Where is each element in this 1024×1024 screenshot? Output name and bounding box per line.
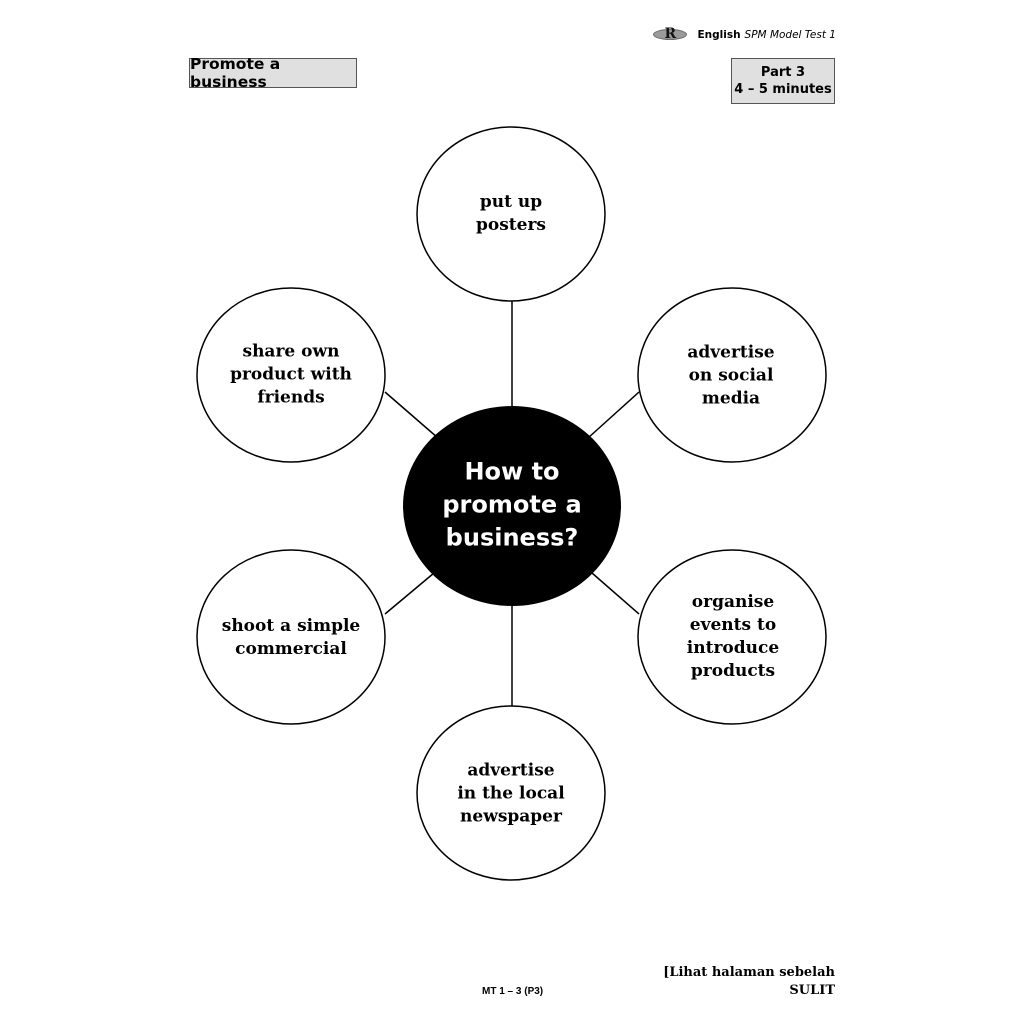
part-label: Part 3	[760, 65, 806, 80]
center-node	[403, 406, 621, 606]
turn-page-note: [Lihat halaman sebelah	[663, 965, 835, 980]
topic-label: Promote a business	[189, 55, 357, 91]
subject-label: English	[697, 28, 741, 41]
connector-lower-left	[384, 572, 435, 615]
connector-lower-right	[591, 572, 640, 615]
bubble-lower-right-text: organise events to introduce products	[686, 592, 780, 681]
bubble-upper-right-text: advertise on social media	[687, 342, 775, 409]
test-label: SPM Model Test 1	[744, 28, 836, 41]
publisher-logo: R	[647, 26, 693, 42]
bubble-lower-left	[196, 549, 386, 725]
page-code: MT 1 – 3 (P3)	[482, 986, 544, 997]
bubble-upper-right	[637, 287, 827, 463]
bubble-bottom-text: advertise in the local newspaper	[457, 760, 565, 827]
bubble-lower-right	[637, 549, 827, 725]
classification-label: SULIT	[789, 983, 835, 998]
bubble-upper-left-text: share own product with friends	[230, 341, 352, 408]
connector-upper-right	[587, 391, 640, 439]
connector-upper-left	[384, 391, 439, 439]
bubble-top-text: put up posters	[476, 192, 546, 235]
bubble-lower-left-text: shoot a simple commercial	[221, 616, 361, 659]
part-info-box: Part 3 4 – 5 minutes	[731, 58, 835, 104]
part-duration: 4 – 5 minutes	[734, 82, 832, 97]
footer-notice: [Lihat halaman sebelah SULIT	[663, 964, 835, 1000]
bubble-upper-left	[196, 287, 386, 463]
center-question: How to promote a business?	[442, 457, 582, 552]
bubble-bottom	[416, 705, 606, 881]
publisher-header: R English SPM Model Test 1	[647, 26, 836, 42]
bubble-top	[416, 126, 606, 302]
